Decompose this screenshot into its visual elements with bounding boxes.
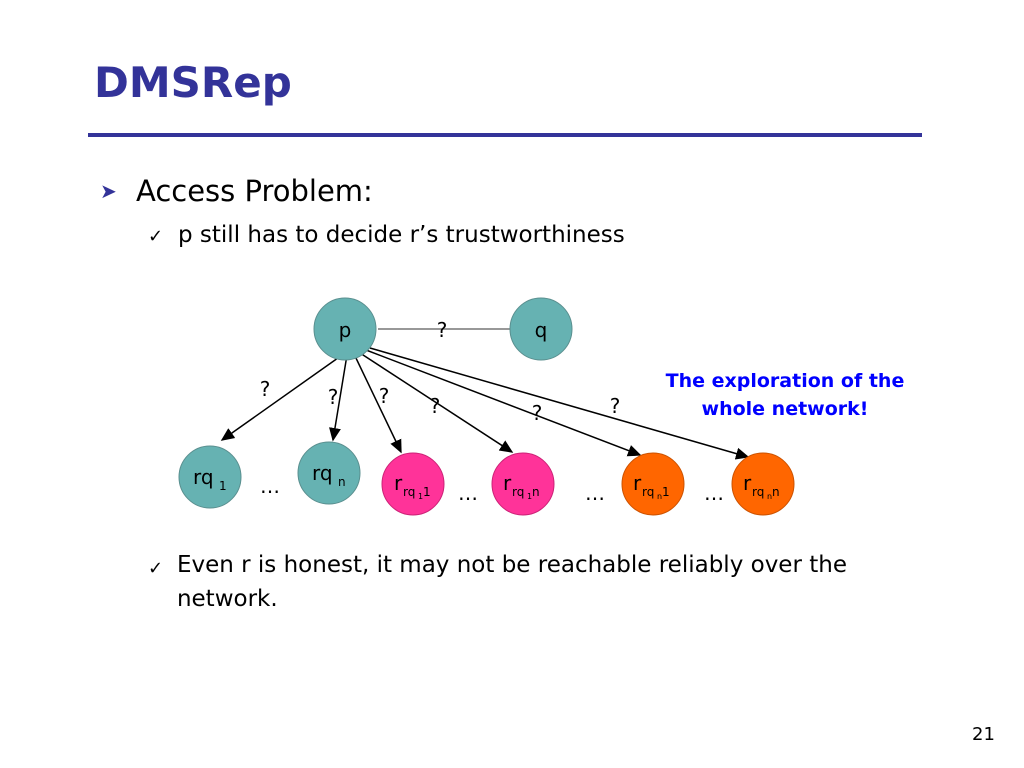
- node-r-rq1-n: r rq 1 n: [491, 452, 555, 516]
- node-rqn-sub: n: [338, 475, 346, 489]
- node-p: p: [313, 297, 377, 361]
- node-rq1: rq 1: [178, 445, 242, 509]
- arrow-bullet-icon: ➤: [100, 179, 117, 203]
- title-divider: [88, 133, 922, 137]
- node-r-rqn-1: r rq n 1: [621, 452, 685, 516]
- node-r-b-tail: n: [532, 485, 540, 499]
- node-r-c-sub: rq: [642, 485, 654, 499]
- node-r-d-subsub: n: [767, 492, 772, 501]
- node-r-c-base: r: [633, 471, 642, 495]
- edge-p-rq1: [220, 352, 346, 441]
- node-rq1-label: rq: [193, 465, 214, 489]
- node-r-a-tail: 1: [423, 485, 431, 499]
- node-r-a-subsub: 1: [418, 492, 423, 501]
- sub-bullet-reachability: ✓ Even r is honest, it may not be reacha…: [148, 548, 928, 616]
- node-r-d-sub: rq: [752, 485, 764, 499]
- main-bullet: ➤ Access Problem:: [100, 174, 373, 208]
- main-bullet-text: Access Problem:: [136, 174, 373, 208]
- checkmark-icon: ✓: [148, 558, 164, 579]
- checkmark-icon: ✓: [148, 226, 164, 247]
- node-r-rq1-1: r rq 1 1: [381, 452, 445, 516]
- node-r-c-tail: 1: [662, 485, 670, 499]
- node-r-b-subsub: 1: [527, 492, 532, 501]
- edge-label-r-c: ?: [532, 401, 543, 425]
- edge-label-rq1: ?: [260, 377, 271, 401]
- node-p-label: p: [339, 318, 352, 342]
- node-r-d-base: r: [743, 471, 752, 495]
- edge-p-rqn: [329, 354, 348, 442]
- edge-p-r-c: [365, 349, 642, 457]
- node-r-c-subsub: n: [657, 492, 662, 501]
- edge-label-r-d: ?: [610, 394, 621, 418]
- ellipsis-middle: …: [585, 481, 605, 505]
- node-r-a-base: r: [394, 471, 403, 495]
- edge-p-r-a: [354, 355, 402, 454]
- ellipsis-pink: …: [458, 481, 478, 505]
- slide-title: DMSRep: [94, 58, 292, 107]
- edge-label-r-a: ?: [379, 384, 390, 408]
- edge-p-r-b: [359, 352, 514, 453]
- ellipsis-orange: …: [704, 481, 724, 505]
- node-r-d-tail: n: [772, 485, 780, 499]
- edge-label-p-q: ?: [437, 318, 448, 342]
- node-rq1-sub: 1: [219, 479, 227, 493]
- node-r-a-sub: rq: [403, 485, 415, 499]
- node-rqn: rq n: [297, 441, 361, 505]
- page-number: 21: [972, 724, 995, 745]
- sub-bullet-reachability-text: Even r is honest, it may not be reachabl…: [176, 552, 847, 612]
- sub-bullet-trust: ✓ p still has to decide r’s trustworthin…: [148, 222, 625, 248]
- edge-label-r-b: ?: [430, 394, 441, 418]
- exploration-note: The exploration of the whole network!: [665, 370, 905, 420]
- node-rqn-label: rq: [312, 461, 333, 485]
- node-r-b-base: r: [503, 471, 512, 495]
- node-r-rqn-n: r rq n n: [731, 452, 795, 516]
- sub-bullet-trust-text: p still has to decide r’s trustworthines…: [178, 222, 625, 248]
- edge-p-r-d: [369, 347, 750, 460]
- node-q-label: q: [535, 318, 548, 342]
- edge-label-rqn: ?: [328, 385, 339, 409]
- node-q: q: [509, 297, 573, 361]
- ellipsis-rq: …: [260, 474, 280, 498]
- node-r-b-sub: rq: [512, 485, 524, 499]
